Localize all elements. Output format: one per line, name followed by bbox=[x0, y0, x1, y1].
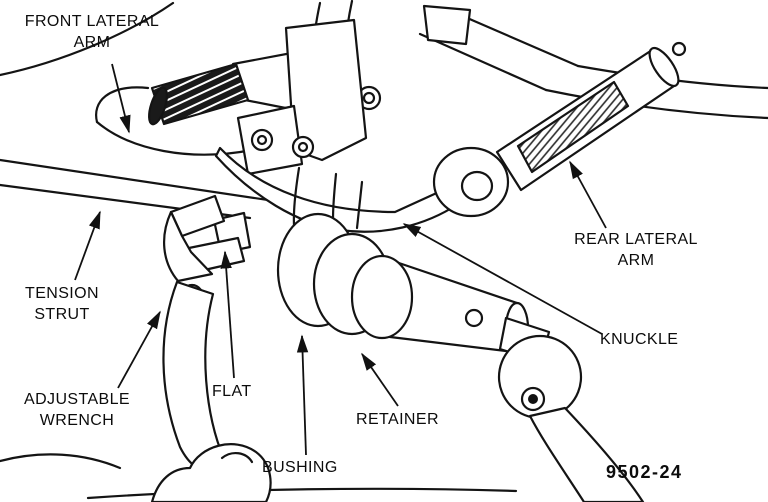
label-knuckle: KNUCKLE bbox=[600, 331, 679, 348]
leader-front-lateral-arm bbox=[111, 63, 131, 134]
label-line: REAR LATERAL bbox=[574, 231, 698, 248]
leader-adjustable-wrench bbox=[117, 310, 161, 389]
leader-retainer bbox=[361, 352, 399, 407]
leader-flat bbox=[220, 250, 235, 379]
label-bushing: BUSHING bbox=[262, 459, 338, 476]
label-line: WRENCH bbox=[39, 411, 115, 429]
label-tension-strut: TENSION STRUT bbox=[14, 284, 110, 326]
label-retainer: RETAINER bbox=[356, 411, 439, 428]
leader-knuckle bbox=[402, 223, 603, 335]
leader-rear-lateral-arm bbox=[569, 160, 607, 229]
leader-lines bbox=[74, 63, 607, 456]
leader-bushing bbox=[296, 334, 309, 456]
hand-drawing bbox=[0, 443, 518, 502]
retainer-washer bbox=[350, 254, 414, 340]
thumb bbox=[150, 443, 272, 502]
figure-number: 9502-24 bbox=[606, 462, 683, 482]
label-line: ARM bbox=[73, 33, 111, 51]
label-line: FRONT LATERAL bbox=[24, 13, 160, 30]
wrench-handle bbox=[162, 280, 226, 469]
label-line: ARM bbox=[617, 251, 655, 269]
label-rear-lateral-arm: REAR LATERAL ARM bbox=[560, 230, 712, 272]
bushing-retainer-drawing bbox=[276, 212, 530, 355]
label-flat: FLAT bbox=[212, 383, 252, 400]
label-adjustable-wrench: ADJUSTABLE WRENCH bbox=[6, 390, 148, 432]
label-front-lateral-arm: FRONT LATERAL ARM bbox=[8, 12, 176, 54]
adjustable-wrench-drawing bbox=[162, 194, 252, 469]
rear-lateral-arm-drawing bbox=[432, 41, 687, 218]
leader-tension-strut bbox=[74, 210, 101, 281]
label-line: STRUT bbox=[34, 305, 90, 323]
ratchet-drawing bbox=[497, 316, 645, 502]
knuckle-drawing bbox=[214, 18, 460, 250]
label-line: ADJUSTABLE bbox=[24, 391, 130, 408]
label-line: TENSION bbox=[25, 285, 99, 302]
